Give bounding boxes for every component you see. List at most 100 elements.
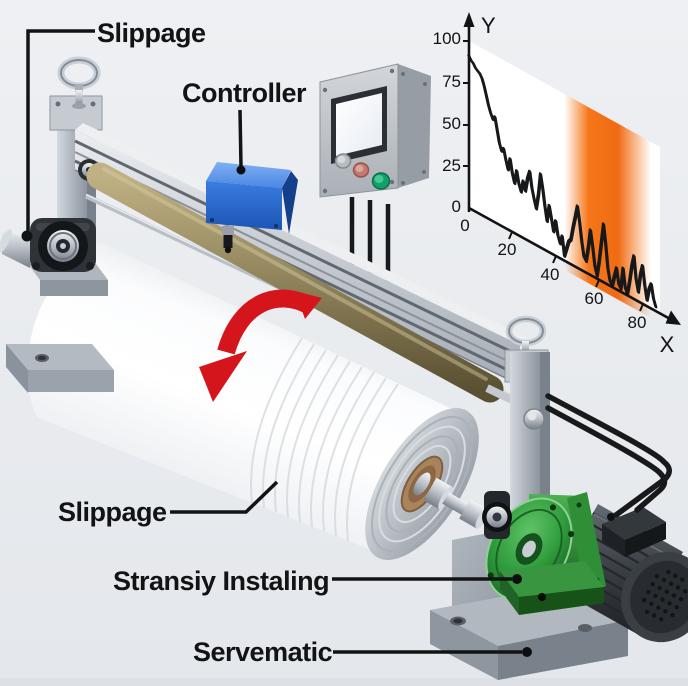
x-axis-label: X xyxy=(660,332,675,357)
gearbox-base-front xyxy=(500,571,519,615)
sensor-probe xyxy=(222,226,234,254)
screw-icon xyxy=(210,218,214,222)
gearbox-adapter-ring xyxy=(567,492,606,596)
y-tick-50: 50 xyxy=(442,114,461,133)
gearbox-base-right xyxy=(519,587,604,615)
screw-icon xyxy=(55,101,61,107)
bearing-plate-front xyxy=(40,280,108,296)
chart: 100 75 50 25 0 Y 0 20 40 60 80 X xyxy=(433,12,681,357)
leader-dot xyxy=(522,647,532,657)
adjust-knob-highlight xyxy=(527,411,537,421)
flange-shaft xyxy=(522,540,536,558)
drive-shaft xyxy=(423,477,489,529)
brass-roller xyxy=(86,162,504,403)
green-button-highlight xyxy=(374,175,384,183)
callout-controller: Controller xyxy=(182,78,307,175)
y-axis-label: Y xyxy=(481,13,496,38)
right-post-side xyxy=(540,352,550,522)
right-post xyxy=(510,352,540,522)
right-stand xyxy=(504,315,550,522)
x-tick-0: 0 xyxy=(460,216,469,235)
rotation-arrow-icon xyxy=(199,289,322,402)
x-tick-20: 20 xyxy=(498,240,517,259)
foot-right xyxy=(498,620,628,680)
leader-dot xyxy=(236,165,246,175)
junction-box xyxy=(602,507,666,557)
x-axis-arrow-icon xyxy=(665,310,681,325)
left-base-left xyxy=(6,344,28,393)
bolt-hole-inner xyxy=(453,618,463,624)
bolt-hole xyxy=(578,624,592,632)
arrow-head-large xyxy=(199,351,247,402)
bolt-icon xyxy=(86,262,94,270)
shaft-stub-cap xyxy=(0,229,12,253)
right-handwheel xyxy=(505,315,547,354)
base-bolt-icon xyxy=(538,593,546,601)
callout-slippage-bottom: Slippage xyxy=(58,480,279,527)
label-controller: Controller xyxy=(182,78,307,108)
x-axis: 0 20 40 60 80 X xyxy=(460,206,681,357)
bolt-icon xyxy=(576,502,582,508)
callout-servo: Servematic xyxy=(193,637,532,667)
cable xyxy=(545,393,672,518)
left-base-top xyxy=(6,344,114,370)
panel-screen xyxy=(336,93,382,156)
output-bearing xyxy=(482,491,512,539)
arrow-head-small xyxy=(295,291,322,319)
roll-wrap-texture xyxy=(250,337,399,542)
label-slippage-bottom: Slippage xyxy=(58,497,167,527)
y-tick-100: 100 xyxy=(433,29,461,48)
y-axis: 100 75 50 25 0 Y xyxy=(433,12,496,216)
beam-top-face xyxy=(75,123,528,345)
y-tick-25: 25 xyxy=(442,156,461,175)
leader-dot xyxy=(512,574,522,584)
cable xyxy=(545,405,668,513)
left-handwheel xyxy=(57,56,101,109)
controller-box-side xyxy=(282,171,298,234)
motor-grille-icon xyxy=(642,569,688,622)
gray-button-highlight xyxy=(337,156,346,163)
panel-buttons xyxy=(334,153,391,190)
foot-front xyxy=(430,610,498,680)
controller-box xyxy=(206,162,298,254)
leader-line xyxy=(238,109,243,168)
y-tick-75: 75 xyxy=(442,72,461,91)
label-slippage-top: Slippage xyxy=(97,18,206,48)
label-servo: Servematic xyxy=(193,637,333,667)
bolt-hole-inner xyxy=(38,355,46,361)
controller-box-top xyxy=(206,162,291,188)
screw-icon xyxy=(90,101,96,107)
y-axis-arrow-icon xyxy=(463,12,475,27)
chart-plot-area xyxy=(467,41,660,319)
controller-box-front xyxy=(206,181,282,230)
leader-line xyxy=(26,29,95,232)
panel-screws xyxy=(322,68,427,194)
callout-slippage-top: Slippage xyxy=(26,18,207,232)
label-transition: Stransiy Instaling xyxy=(113,566,329,596)
beam-groove xyxy=(74,139,521,358)
y-tick-0: 0 xyxy=(452,197,461,216)
callouts: Slippage Controller Slippage Stransiy In… xyxy=(26,18,532,667)
bolt-icon xyxy=(32,262,40,270)
roll-shaft-end xyxy=(413,472,431,496)
pillow-bearing xyxy=(0,218,96,272)
callout-transition: Stransiy Instaling xyxy=(113,566,522,596)
motor-cables xyxy=(545,393,672,518)
x-tick-60: 60 xyxy=(585,289,604,308)
panel-side xyxy=(398,64,431,188)
floor-edge xyxy=(0,678,688,686)
red-button-highlight xyxy=(355,165,364,172)
chart-line xyxy=(467,54,658,309)
leader-line xyxy=(170,480,279,514)
left-stand-front xyxy=(0,218,114,393)
x-tick-80: 80 xyxy=(628,313,647,332)
screw-icon xyxy=(274,224,278,228)
roller-shaft-stub xyxy=(485,384,516,405)
left-base-front xyxy=(28,370,114,392)
beam-assembly xyxy=(74,123,550,417)
roll-body xyxy=(27,242,465,553)
brass-roller-highlight xyxy=(102,167,488,381)
slippage-point-knob xyxy=(21,230,33,242)
